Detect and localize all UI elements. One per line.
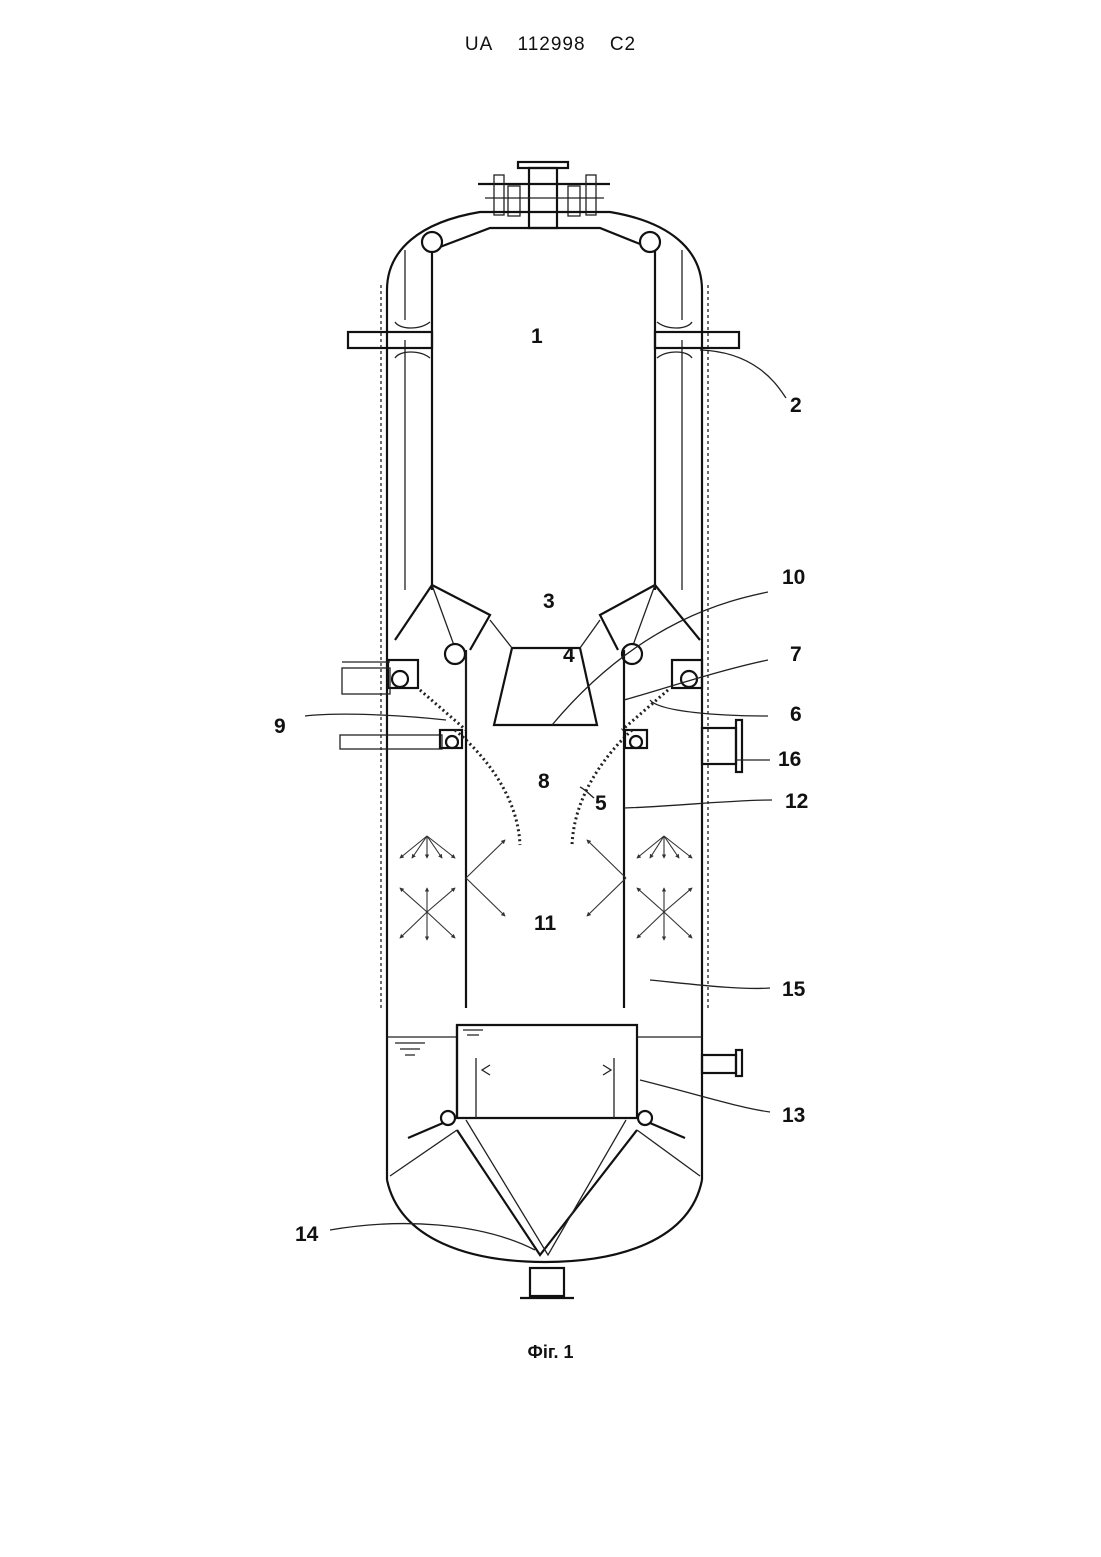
label-7: 7 [790,643,802,666]
label-5: 5 [595,792,607,815]
top-nozzle [478,162,610,228]
label-14: 14 [295,1223,319,1246]
inner-walls [466,650,624,1008]
label-1: 1 [531,325,543,348]
ring-header-top-left [422,232,442,252]
label-11: 11 [534,912,557,935]
spray-center-left [466,840,505,916]
outer-shell [381,212,708,1262]
cone-insert [494,648,597,725]
spray-center-right [587,840,626,916]
label-3: 3 [543,590,555,613]
perforated-grids [420,690,668,845]
figure-caption: Фіг. 1 [0,1342,1101,1363]
ring-header-top-right [640,232,660,252]
spray-right-upper [637,836,692,858]
bottom-nozzle [520,1268,574,1298]
spray-left-upper [400,836,455,858]
spray-left-lower [400,888,455,940]
label-12: 12 [785,790,808,813]
label-16: 16 [778,748,801,771]
side-manifolds [340,660,702,749]
label-6: 6 [790,703,802,726]
reference-labels: 1 2 3 4 5 6 7 8 9 10 11 12 13 14 15 16 [274,325,808,1246]
body-flange [348,322,739,358]
label-2: 2 [790,394,802,417]
lower-bath [387,1025,702,1255]
upper-chamber [405,228,682,590]
label-13: 13 [782,1104,805,1127]
label-4: 4 [563,644,575,667]
spray-right-lower [637,888,692,940]
ring-funnel-left [445,644,465,664]
label-8: 8 [538,770,550,793]
label-15: 15 [782,978,806,1001]
side-nozzle-upper [702,720,742,772]
label-9: 9 [274,715,286,738]
side-nozzle-lower [702,1050,742,1076]
leader-lines [305,350,786,1250]
label-10: 10 [782,566,805,589]
